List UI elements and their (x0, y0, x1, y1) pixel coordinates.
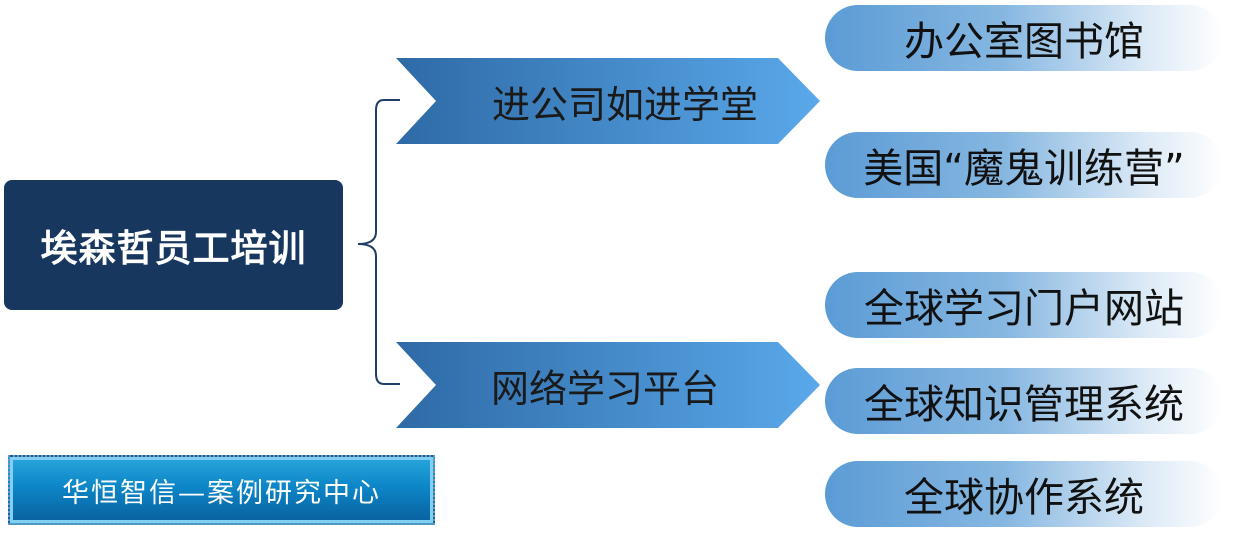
footer-badge: 华恒智信—案例研究中心 (8, 455, 435, 525)
branch-label-1: 进公司如进学堂 (491, 82, 758, 127)
branch-label-2: 网络学习平台 (490, 366, 719, 411)
leaf-node-collaboration-system: 全球协作系统 (825, 461, 1223, 527)
branch-arrow-1 (396, 58, 820, 144)
leaf-node-learning-portal: 全球学习门户网站 (825, 272, 1223, 338)
root-node: 埃森哲员工培训 (4, 180, 343, 310)
branch-arrow-2 (396, 342, 820, 428)
leaf-node-boot-camp: 美国“魔鬼训练营” (825, 132, 1223, 198)
leaf-node-knowledge-system: 全球知识管理系统 (825, 368, 1223, 434)
tree-bracket (357, 99, 400, 385)
leaf-node-office-library: 办公室图书馆 (825, 5, 1223, 71)
